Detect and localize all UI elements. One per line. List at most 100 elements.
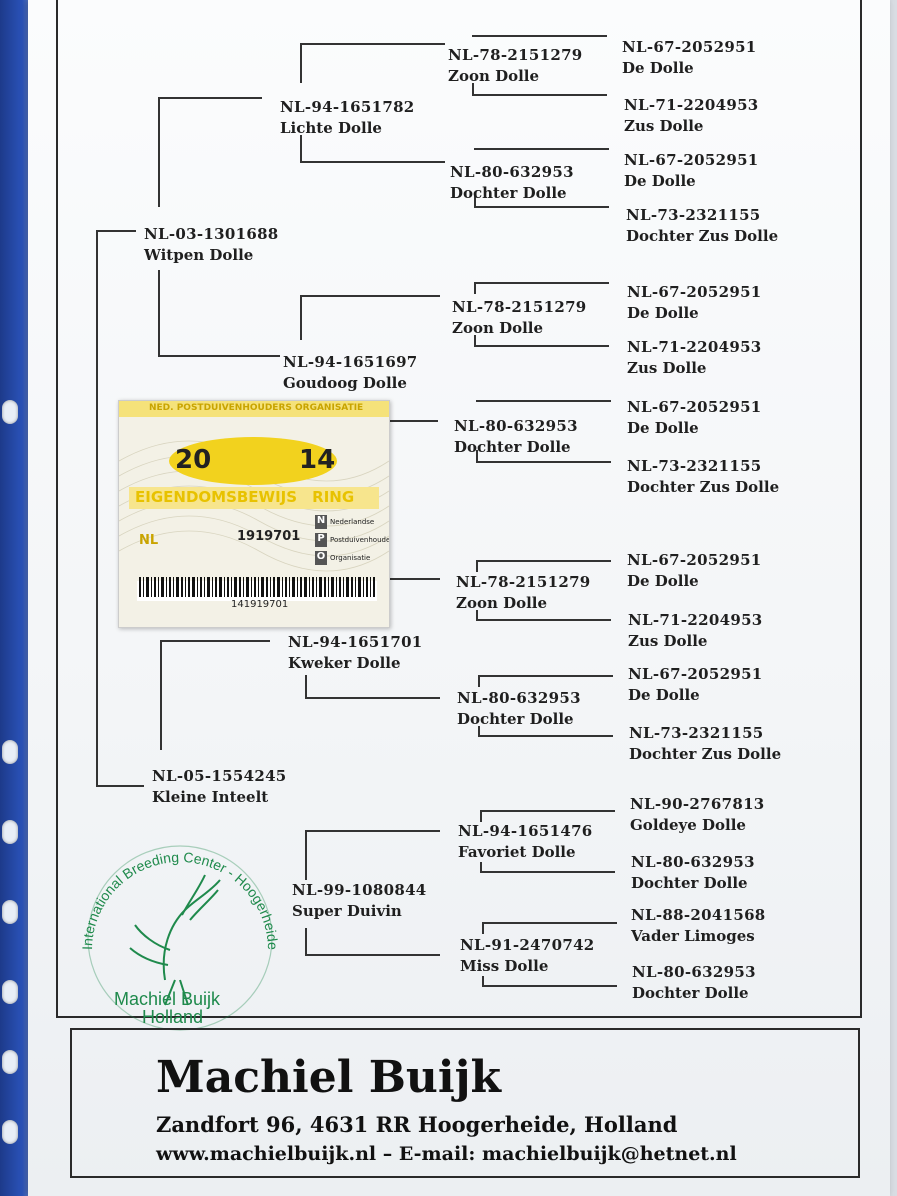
bird-name: Dochter Dolle bbox=[454, 438, 571, 456]
dam-bird: NL-05-1554245 Kleine Inteelt bbox=[152, 766, 287, 808]
gen4-bird: NL-67-2052951 De Dolle bbox=[624, 150, 759, 192]
card-year-right: 14 bbox=[299, 445, 336, 475]
card-ring-number: 1919701 bbox=[237, 529, 301, 544]
binder-hole bbox=[2, 400, 18, 424]
stamp-inner-line2: Holland bbox=[142, 1007, 203, 1027]
ring-number: NL-67-2052951 bbox=[627, 283, 762, 301]
ring-number: NL-67-2052951 bbox=[622, 38, 757, 56]
gen2-bird: NL-94-1651701 Kweker Dolle bbox=[288, 632, 423, 674]
bird-name: De Dolle bbox=[622, 59, 694, 77]
bird-name: Dochter Zus Dolle bbox=[627, 478, 780, 496]
ring-number: NL-05-1554245 bbox=[152, 767, 287, 785]
gen4-bird: NL-80-632953 Dochter Dolle bbox=[632, 962, 756, 1004]
gen4-bird: NL-80-632953 Dochter Dolle bbox=[631, 852, 755, 894]
gen3-bird: NL-78-2151279 Zoon Dolle bbox=[452, 297, 587, 339]
ring-number: NL-71-2204953 bbox=[627, 338, 762, 356]
binder-hole bbox=[2, 820, 18, 844]
ring-number: NL-73-2321155 bbox=[629, 724, 764, 742]
gen4-bird: NL-67-2052951 De Dolle bbox=[627, 282, 762, 324]
card-country: NL bbox=[139, 533, 159, 548]
ring-number: NL-94-1651697 bbox=[283, 353, 418, 371]
stamp-inner-line1: Machiel Buijk bbox=[114, 989, 221, 1009]
stamp-graphic: International Breeding Center - Hoogerhe… bbox=[65, 817, 281, 1031]
ring-number: NL-73-2321155 bbox=[627, 457, 762, 475]
ring-number: NL-80-632953 bbox=[450, 163, 574, 181]
card-org-line: Organisatie bbox=[330, 554, 371, 562]
pedigree-frame bbox=[56, 0, 862, 1018]
gen2-bird: NL-99-1080844 Super Duivin bbox=[292, 880, 427, 922]
ownership-certificate-card: NED. POSTDUIVENHOUDERS ORGANISATIE 20 14… bbox=[118, 400, 390, 628]
gen4-bird: NL-88-2041568 Vader Limoges bbox=[631, 905, 766, 947]
ring-number: NL-67-2052951 bbox=[624, 151, 759, 169]
bird-name: Goudoog Dolle bbox=[283, 374, 407, 392]
ring-number: NL-73-2321155 bbox=[626, 206, 761, 224]
ring-number: NL-78-2151279 bbox=[448, 46, 583, 64]
gen4-bird: NL-67-2052951 De Dolle bbox=[628, 664, 763, 706]
ring-number: NL-94-1651476 bbox=[458, 822, 593, 840]
card-org-initial: N bbox=[315, 515, 327, 529]
bird-name: Dochter Zus Dolle bbox=[626, 227, 779, 245]
gen4-bird: NL-71-2204953 Zus Dolle bbox=[624, 95, 759, 137]
ring-number: NL-80-632953 bbox=[632, 963, 756, 981]
bird-name: De Dolle bbox=[628, 686, 700, 704]
card-org-block: N Nederlandse P Postduivenhouders O Orga… bbox=[315, 513, 390, 567]
bird-name: Dochter Dolle bbox=[457, 710, 574, 728]
gen3-bird: NL-80-632953 Dochter Dolle bbox=[450, 162, 574, 204]
breeder-web-email: www.machielbuijk.nl – E-mail: machielbui… bbox=[156, 1143, 737, 1165]
bird-name: Favoriet Dolle bbox=[458, 843, 576, 861]
breeder-address: Zandfort 96, 4631 RR Hoogerheide, Hollan… bbox=[156, 1112, 678, 1137]
gen4-bird: NL-73-2321155 Dochter Zus Dolle bbox=[627, 456, 779, 498]
ring-number: NL-80-632953 bbox=[631, 853, 755, 871]
bird-name: Zus Dolle bbox=[624, 117, 704, 135]
ring-number: NL-67-2052951 bbox=[627, 398, 762, 416]
binder-hole bbox=[2, 1120, 18, 1144]
bird-name: Zus Dolle bbox=[627, 359, 707, 377]
bird-name: Zoon Dolle bbox=[448, 67, 540, 85]
bird-name: Goldeye Dolle bbox=[630, 816, 746, 834]
ring-number: NL-03-1301688 bbox=[144, 225, 279, 243]
card-year-left: 20 bbox=[175, 445, 212, 475]
ring-number: NL-94-1651782 bbox=[280, 98, 415, 116]
breeder-name: Machiel Buijk bbox=[156, 1052, 502, 1103]
gen2-bird: NL-94-1651697 Goudoog Dolle bbox=[283, 352, 418, 394]
card-org-line: Nederlandse bbox=[330, 518, 375, 526]
bird-name: De Dolle bbox=[627, 419, 699, 437]
bird-name: Vader Limoges bbox=[631, 927, 755, 945]
bird-name: Dochter Zus Dolle bbox=[629, 745, 782, 763]
bird-name: De Dolle bbox=[624, 172, 696, 190]
bird-name: Super Duivin bbox=[292, 902, 402, 920]
footer-box bbox=[70, 1028, 860, 1178]
ring-number: NL-78-2151279 bbox=[456, 573, 591, 591]
gen3-bird: NL-80-632953 Dochter Dolle bbox=[457, 688, 581, 730]
bird-name: De Dolle bbox=[627, 572, 699, 590]
bird-name: De Dolle bbox=[627, 304, 699, 322]
gen4-bird: NL-67-2052951 De Dolle bbox=[627, 397, 762, 439]
card-org-initial: O bbox=[315, 551, 327, 565]
binder-hole bbox=[2, 740, 18, 764]
gen3-bird: NL-80-632953 Dochter Dolle bbox=[454, 416, 578, 458]
gen3-bird: NL-94-1651476 Favoriet Dolle bbox=[458, 821, 593, 863]
bird-name: Dochter Dolle bbox=[632, 984, 749, 1002]
bird-name: Dochter Dolle bbox=[450, 184, 567, 202]
ring-number: NL-99-1080844 bbox=[292, 881, 427, 899]
gen3-bird: NL-78-2151279 Zoon Dolle bbox=[448, 45, 583, 87]
card-org-initial: P bbox=[315, 533, 327, 547]
card-title-row: EIGENDOMSBEWIJS RING bbox=[135, 487, 385, 506]
ring-number: NL-80-632953 bbox=[454, 417, 578, 435]
card-header: NED. POSTDUIVENHOUDERS ORGANISATIE bbox=[149, 403, 364, 413]
eagle-icon bbox=[129, 874, 221, 1006]
bird-name: Kleine Inteelt bbox=[152, 788, 269, 806]
binder-hole bbox=[2, 900, 18, 924]
ring-number: NL-90-2767813 bbox=[630, 795, 765, 813]
gen4-bird: NL-71-2204953 Zus Dolle bbox=[627, 337, 762, 379]
gen4-bird: NL-67-2052951 De Dolle bbox=[627, 550, 762, 592]
bird-name: Witpen Dolle bbox=[144, 246, 254, 264]
bird-name: Kweker Dolle bbox=[288, 654, 401, 672]
ring-number: NL-78-2151279 bbox=[452, 298, 587, 316]
card-org-line: Postduivenhouders bbox=[330, 536, 390, 544]
binder-hole bbox=[2, 1050, 18, 1074]
gen4-bird: NL-90-2767813 Goldeye Dolle bbox=[630, 794, 765, 836]
subject-bird: NL-03-1301688 Witpen Dolle bbox=[144, 224, 279, 266]
gen2-bird: NL-94-1651782 Lichte Dolle bbox=[280, 97, 415, 139]
card-title: EIGENDOMSBEWIJS bbox=[135, 488, 298, 506]
